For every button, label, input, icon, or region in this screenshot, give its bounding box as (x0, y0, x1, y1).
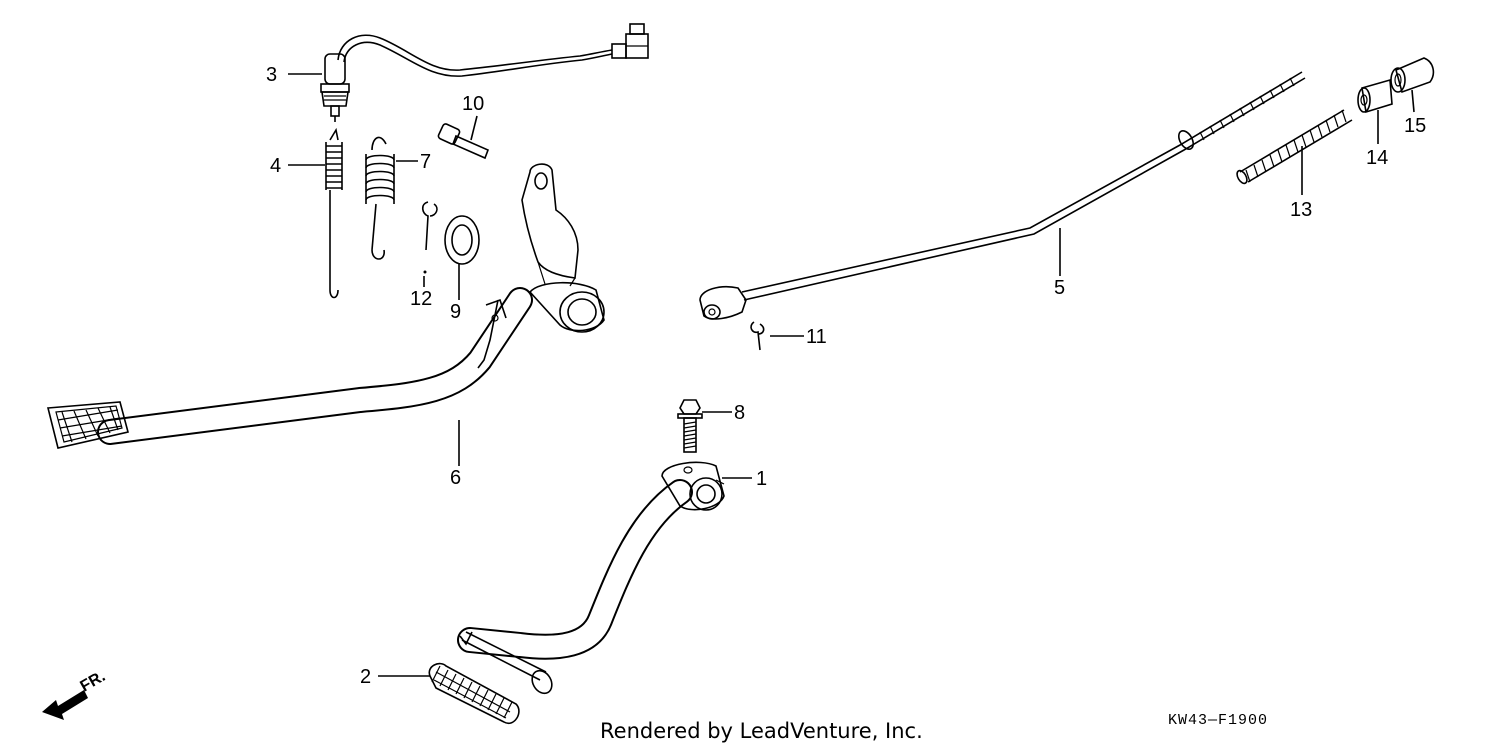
part-number-5: 5 (1054, 277, 1065, 299)
part-number-12: 12 (410, 288, 432, 310)
pedal-rubber-drawing (428, 662, 520, 725)
rod-spring-drawing (1236, 109, 1353, 185)
part-number-6: 6 (450, 467, 461, 489)
part-number-15: 15 (1404, 115, 1426, 137)
brake-switch-drawing (320, 23, 649, 122)
part-number-11: 11 (806, 326, 827, 348)
brake-rod-drawing (699, 71, 1306, 320)
part-number-1: 1 (756, 468, 767, 490)
small-cotter-pin-drawing (750, 321, 765, 351)
adjusting-nut-drawing (1390, 57, 1435, 94)
return-spring-drawing (365, 136, 395, 260)
part-number-10: 10 (462, 93, 484, 115)
diagram-code: KW43—F1900 (1168, 712, 1268, 729)
part-number-3: 3 (266, 64, 277, 86)
part-number-2: 2 (360, 666, 371, 688)
switch-spring-drawing (325, 127, 343, 299)
bolt-drawing (677, 399, 703, 453)
joint-drawing (1357, 78, 1393, 114)
part-number-8: 8 (734, 402, 745, 424)
washer-drawing (444, 215, 480, 265)
part-number-9: 9 (450, 301, 461, 323)
front-arrow-icon (42, 690, 88, 720)
part-number-14: 14 (1366, 147, 1388, 169)
credit-text: Rendered by LeadVenture, Inc. (600, 719, 923, 743)
pin-drawing (437, 123, 490, 160)
part-number-4: 4 (270, 155, 281, 177)
gearshift-pedal-drawing (457, 461, 725, 695)
part-number-13: 13 (1290, 199, 1312, 221)
cotter-pin-drawing (421, 201, 438, 274)
part-number-7: 7 (420, 151, 431, 173)
brake-pedal-drawing (46, 163, 605, 449)
leader-lines (288, 73, 1415, 677)
